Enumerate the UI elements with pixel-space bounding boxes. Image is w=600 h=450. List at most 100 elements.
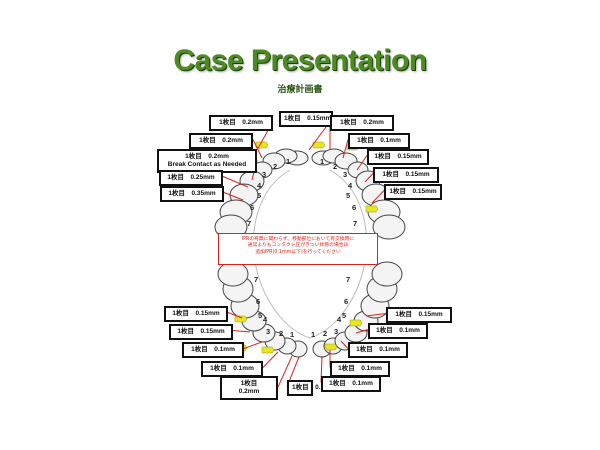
upper-right-tooth-number: 6	[352, 203, 357, 212]
leader-line	[277, 355, 293, 388]
ipr-marker	[234, 315, 248, 323]
upper-right-tooth-number: 5	[346, 191, 351, 200]
ipr-label-text: 1枚目 0.2mm	[199, 137, 243, 144]
leader-line	[365, 313, 387, 317]
ipr-label-text: 1枚目 0.2mm	[219, 119, 263, 126]
lower-ipr-label: 1枚目 0.1mm	[287, 380, 336, 397]
upper-ipr-label: 1枚目 0.2mm	[209, 115, 273, 132]
ipr-label-text: 1枚目 0.15mm	[389, 188, 437, 195]
ipr-label-subtext: Break Contact as Needed	[167, 161, 247, 169]
lower-left-tooth-number: 6	[256, 297, 261, 306]
ipr-label-text: 1枚目 0.1mm	[338, 365, 382, 372]
leader-line	[371, 190, 385, 204]
ipr-label-text: 1枚目 0.1mm	[292, 384, 336, 391]
leader-lines-group	[222, 117, 387, 388]
leader-line	[340, 340, 349, 349]
lower-ipr-label: 1枚目 0.1mm	[330, 361, 390, 378]
upper-tooth	[372, 214, 406, 240]
upper-left-tooth-number: 6	[250, 203, 255, 212]
lower-right-tooth-number: 4	[337, 315, 342, 324]
ipr-label-text: 1枚目 0.25mm	[167, 174, 215, 181]
ipr-label-text: 1枚目 0.1mm	[376, 327, 420, 334]
upper-right-tooth-number: 2	[333, 162, 338, 171]
note-line-3: 追加IPR(0.1mm以下)を行ってください	[255, 249, 341, 255]
upper-ipr-label: 1枚目 0.15mm	[279, 111, 333, 128]
lower-ipr-label: 1枚目 0.1mm	[182, 342, 244, 359]
ipr-marker	[261, 346, 275, 354]
ipr-label-text: 1枚目 0.35mm	[168, 190, 216, 197]
lower-right-tooth-number: 1	[311, 330, 316, 339]
lower-ipr-label: 1枚目 0.15mm	[169, 324, 233, 341]
lower-right-tooth-number: 3	[334, 327, 339, 336]
lower-left-tooth-number: 4	[263, 315, 268, 324]
ipr-marker	[255, 141, 269, 149]
leader-line	[243, 341, 263, 349]
ipr-label-text: 1枚目 0.15mm	[374, 153, 422, 160]
upper-ipr-label: 1枚目 0.15mm	[384, 184, 442, 201]
teeth-group	[214, 148, 406, 358]
upper-left-tooth-number: 5	[257, 191, 262, 200]
ipr-marker	[324, 343, 338, 351]
note-line-1: IPRの有無に関わらず、移動部位において有交換時に	[241, 237, 355, 242]
upper-ipr-label: 1枚目 0.2mm	[189, 133, 253, 150]
upper-ipr-label: 1枚目 0.1mm	[348, 133, 410, 150]
lower-tooth	[217, 261, 249, 287]
leader-line	[364, 173, 374, 183]
upper-ipr-label: 1枚目 0.15mm	[373, 167, 439, 184]
ipr-markers-group	[234, 141, 379, 354]
lower-right-tooth-number: 7	[346, 275, 351, 284]
upper-left-tooth-number: 4	[257, 181, 262, 190]
ipr-label-text: 1枚目	[240, 380, 258, 387]
lower-ipr-label: 1枚目 0.1mm	[348, 342, 408, 359]
ipr-label-text: 1枚目 0.15mm	[395, 311, 443, 318]
lower-left-tooth-number: 3	[266, 327, 271, 336]
ipr-label-text: 1枚目 0.2mm	[185, 153, 229, 160]
ipr-label-text: 1枚目 0.1mm	[191, 346, 235, 353]
upper-left-tooth-number: 7	[247, 219, 252, 228]
ipr-label-text: 1枚目 0.2mm	[340, 119, 384, 126]
lower-right-tooth-number: 5	[342, 311, 347, 320]
ipr-label-text: 1枚目 0.1mm	[356, 346, 400, 353]
upper-ipr-label: 1枚目 0.25mm	[159, 170, 223, 187]
page-subtitle: 治療計画書	[277, 85, 323, 95]
leader-line	[232, 330, 251, 333]
ipr-marker	[349, 319, 363, 327]
upper-right-tooth-number: 7	[353, 219, 358, 228]
note-line-2: 通常よりもコンタクト圧がきつい状態の場合は	[247, 243, 349, 249]
ipr-label-subtext: 0.2mm	[238, 388, 260, 396]
lower-ipr-label: 1枚目 0.15mm	[386, 307, 452, 324]
ipr-label-text: 1枚目 0.15mm	[284, 115, 332, 122]
page-title: Case Presentation	[173, 44, 427, 77]
ipr-label-text: 1枚目 0.15mm	[172, 310, 220, 317]
lower-tooth	[371, 261, 403, 287]
upper-ipr-label: 1枚目 0.35mm	[160, 186, 224, 203]
lower-ipr-label: 1枚目 0.1mm	[368, 323, 428, 340]
leader-line	[223, 192, 244, 201]
ipr-label-text: 1枚目 0.15mm	[382, 171, 430, 178]
upper-right-tooth-number: 4	[348, 181, 353, 190]
ipr-label-text: 1枚目 0.1mm	[210, 365, 254, 372]
leader-line	[342, 139, 349, 159]
lower-left-tooth-number: 5	[258, 311, 263, 320]
ipr-marker	[365, 205, 379, 213]
ipr-marker	[312, 141, 326, 149]
lower-left-tooth-number: 2	[279, 329, 284, 338]
upper-left-tooth-number: 3	[262, 170, 267, 179]
upper-ipr-label: 1枚目 0.2mm	[330, 115, 394, 132]
ipr-label-text: 1枚目 0.1mm	[329, 380, 373, 387]
leader-line	[222, 176, 249, 188]
leader-line	[227, 312, 243, 319]
lower-ipr-label: 1枚目 0.1mm	[201, 361, 263, 378]
upper-right-tooth-number: 1	[320, 157, 325, 166]
lower-ipr-label: 1枚目 0.15mm	[164, 306, 228, 323]
leader-line	[262, 351, 279, 368]
leader-line	[356, 155, 368, 171]
lower-ipr-label: 1枚目 0.1mm	[321, 376, 381, 393]
leader-line	[355, 329, 369, 334]
upper-right-tooth-number: 3	[343, 170, 348, 179]
leader-line	[252, 139, 263, 159]
lower-right-tooth-number: 6	[344, 297, 349, 306]
ipr-label-text: 1枚目 0.1mm	[357, 137, 401, 144]
